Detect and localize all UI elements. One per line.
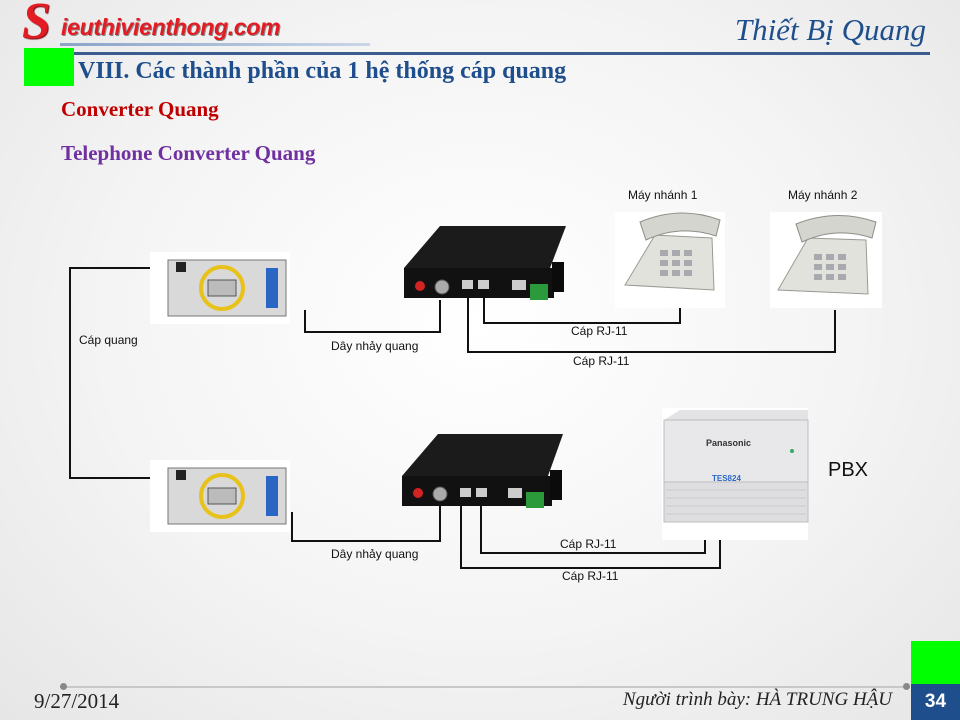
telephone-converter-top xyxy=(404,226,566,300)
section-title: VIII. Các thành phần của 1 hệ thống cáp … xyxy=(78,58,567,84)
footer-dot-left xyxy=(60,683,67,690)
label-phone-1: Máy nhánh 1 xyxy=(628,188,698,202)
label-patch-cord-top: Dây nhảy quang xyxy=(331,339,419,353)
telephone-converter-bottom xyxy=(402,434,563,508)
label-rj11-top-2: Cáp RJ-11 xyxy=(573,354,630,368)
pbx-model-label: TES824 xyxy=(712,474,741,483)
label-rj11-top-1: Cáp RJ-11 xyxy=(571,324,628,338)
phone-2 xyxy=(770,212,882,308)
label-patch-cord-bottom: Dây nhảy quang xyxy=(331,547,419,561)
phone-1 xyxy=(615,212,725,308)
fiber-cable-line xyxy=(69,267,160,479)
logo-text: ieuthivienthong.com xyxy=(61,14,281,40)
green-marker-bottom xyxy=(911,641,960,684)
odf-box-top xyxy=(150,252,290,324)
header-divider xyxy=(74,52,930,55)
pbx-unit xyxy=(662,408,809,540)
patch-cord-top xyxy=(304,300,441,333)
logo-initial: S xyxy=(22,0,51,50)
footer-presenter: Người trình bày: HÀ TRUNG HẬU xyxy=(622,689,892,710)
label-phone-2: Máy nhánh 2 xyxy=(788,188,858,202)
odf-box-bottom xyxy=(150,460,290,532)
footer-divider xyxy=(60,686,910,688)
logo-underline xyxy=(60,43,370,46)
label-pbx: PBX xyxy=(828,459,869,481)
label-fiber-cable: Cáp quang xyxy=(79,333,138,347)
footer-date: 9/27/2014 xyxy=(34,689,120,713)
pbx-brand-label: Panasonic xyxy=(706,438,752,448)
green-marker-top xyxy=(24,48,74,86)
footer-dot-right xyxy=(903,683,910,690)
subtitle-telephone-converter: Telephone Converter Quang xyxy=(61,141,316,165)
label-rj11-bottom-1: Cáp RJ-11 xyxy=(560,537,617,551)
rj11-top-2-line xyxy=(467,295,836,353)
page-number: 34 xyxy=(911,684,960,720)
rj11-top-1-line xyxy=(483,295,681,324)
subtitle-converter: Converter Quang xyxy=(61,97,219,121)
patch-cord-bottom xyxy=(291,502,441,542)
rj11-bottom-2-line xyxy=(460,502,721,569)
label-rj11-bottom-2: Cáp RJ-11 xyxy=(562,569,619,583)
slide-header-title: Thiết Bị Quang xyxy=(734,12,926,47)
